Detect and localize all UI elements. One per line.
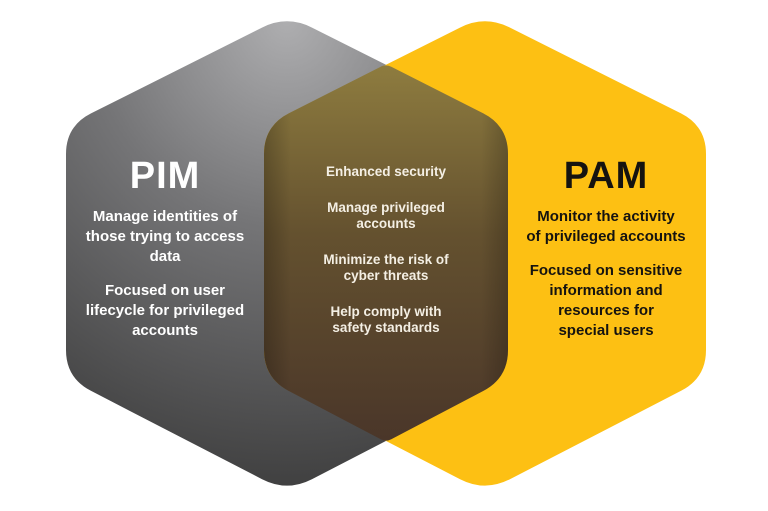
text-line: those trying to access (85, 228, 245, 245)
overlap-panel: Enhanced security Manage privileged acco… (306, 164, 466, 356)
text-line: accounts (356, 216, 416, 231)
pim-paragraph: Manage identities of those trying to acc… (60, 207, 270, 267)
text-line: Monitor the activity (537, 208, 675, 225)
overlap-item: Manage privileged accounts (306, 200, 466, 232)
pim-paragraph: Focused on user lifecycle for privileged… (60, 281, 270, 341)
text-line: Help comply with (330, 304, 442, 319)
text-line: Focused on user (104, 282, 226, 299)
overlap-edge-shading (264, 65, 508, 441)
text-line: of privileged accounts (526, 228, 686, 245)
text-line: Manage identities of (92, 208, 238, 225)
text-line: Focused on sensitive (529, 262, 683, 279)
text-line: cyber threats (343, 268, 429, 283)
text-line: lifecycle for privileged (85, 302, 245, 319)
text-line: resources for (558, 302, 654, 319)
pam-paragraph: Monitor the activity of privileged accou… (506, 207, 706, 247)
text-line: Minimize the risk of (323, 252, 449, 267)
overlap-item: Help comply with safety standards (306, 304, 466, 336)
pim-title: PIM (129, 155, 201, 197)
text-line: special users (558, 322, 654, 339)
pam-title: PAM (563, 155, 649, 197)
text-line: Enhanced security (325, 164, 447, 179)
text-line: data (149, 248, 181, 265)
pim-panel: PIM Manage identities of those trying to… (60, 154, 270, 355)
text-line: information and (549, 282, 663, 299)
overlap-item: Enhanced security (306, 164, 466, 180)
pam-panel: PAM Monitor the activity of privileged a… (506, 154, 706, 355)
overlap-item: Minimize the risk of cyber threats (306, 252, 466, 284)
pam-paragraph: Focused on sensitive information and res… (506, 261, 706, 341)
text-line: Manage privileged (327, 200, 445, 215)
text-line: safety standards (332, 320, 440, 335)
text-line: accounts (132, 322, 198, 339)
